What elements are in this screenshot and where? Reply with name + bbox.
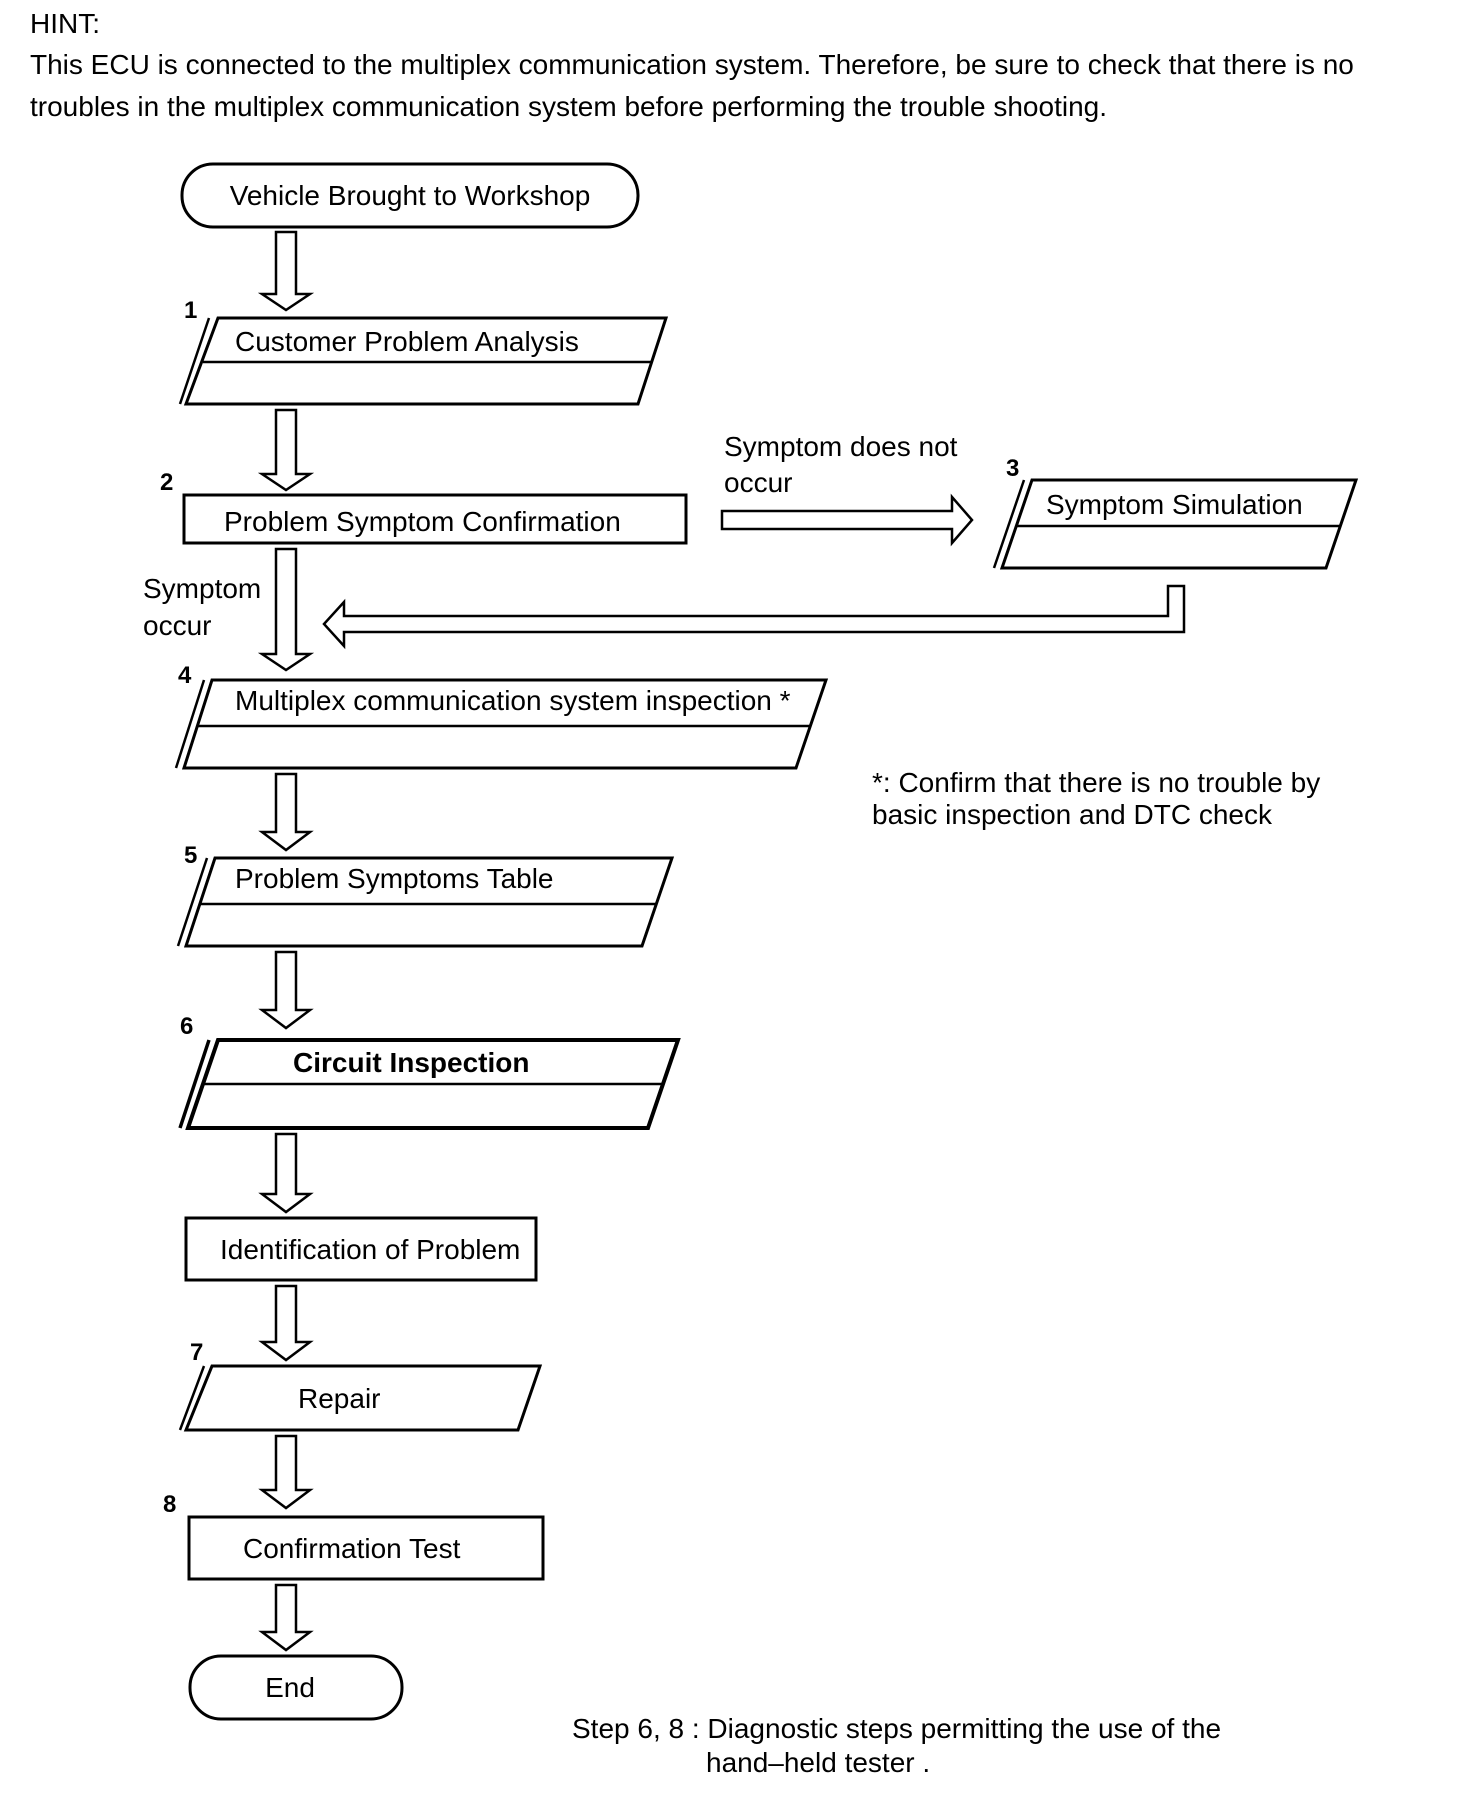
step4-label: Multiplex communication system inspectio… xyxy=(235,685,791,716)
arrow-step4-to-step5 xyxy=(258,772,314,852)
step6-number: 6 xyxy=(180,1013,193,1040)
step5-number: 5 xyxy=(184,842,197,869)
step5-problem-symptoms-table: 5 Problem Symptoms Table xyxy=(176,842,675,948)
start-label: Vehicle Brought to Workshop xyxy=(230,180,591,211)
step8-confirmation-test: 8 Confirmation Test xyxy=(163,1491,545,1581)
step6-label: Circuit Inspection xyxy=(293,1047,529,1078)
arrow-step8-to-end xyxy=(258,1583,314,1652)
arrow-step1-to-step2 xyxy=(257,408,315,492)
step8-number: 8 xyxy=(163,1491,176,1518)
step4-number: 4 xyxy=(178,662,192,689)
step7-label: Repair xyxy=(298,1383,380,1414)
arrow-step2-to-step3 xyxy=(720,493,974,547)
step5-label: Problem Symptoms Table xyxy=(235,863,554,894)
start-terminal: Vehicle Brought to Workshop xyxy=(180,162,640,229)
step8-label: Confirmation Test xyxy=(243,1533,461,1564)
asterisk-note-line2: basic inspection and DTC check xyxy=(872,799,1273,830)
step6-circuit-inspection: 6 Circuit Inspection xyxy=(178,1013,681,1130)
step7-repair: 7 Repair xyxy=(178,1339,543,1432)
identification-label: Identification of Problem xyxy=(220,1234,520,1265)
asterisk-note-line1: *: Confirm that there is no trouble by xyxy=(872,767,1320,798)
step7-number: 7 xyxy=(190,1339,203,1366)
steps-note-line2: hand–held tester . xyxy=(706,1747,930,1778)
hint-text: This ECU is connected to the multiplex c… xyxy=(30,49,1354,122)
step1-label: Customer Problem Analysis xyxy=(235,326,579,357)
identification-of-problem: Identification of Problem xyxy=(184,1216,538,1282)
arrow-step5-to-step6 xyxy=(258,950,314,1030)
step4-multiplex-inspection: 4 Multiplex communication system inspect… xyxy=(174,662,829,770)
arrow-step6-to-identification xyxy=(258,1132,314,1214)
step2-number: 2 xyxy=(160,469,173,496)
branch-yes-label-line2: occur xyxy=(143,610,211,641)
arrow-start-to-step1 xyxy=(257,230,315,312)
step3-label: Symptom Simulation xyxy=(1046,489,1303,520)
step1-number: 1 xyxy=(184,297,197,324)
step2-label: Problem Symptom Confirmation xyxy=(224,506,621,537)
arrow-step3-return xyxy=(322,584,1186,650)
step1-customer-problem-analysis: 1 Customer Problem Analysis xyxy=(178,297,669,406)
hint-title: HINT: xyxy=(30,8,100,39)
arrow-step2-to-step4 xyxy=(257,547,315,672)
step3-number: 3 xyxy=(1006,455,1019,482)
arrow-identification-to-step7 xyxy=(258,1284,314,1362)
step2-problem-symptom-confirmation: 2 Problem Symptom Confirmation xyxy=(160,469,688,545)
end-label: End xyxy=(265,1672,315,1703)
step3-symptom-simulation: 3 Symptom Simulation xyxy=(992,455,1359,570)
branch-yes-label-line1: Symptom xyxy=(143,573,261,604)
branch-no-label-line2: occur xyxy=(724,467,792,498)
steps-note-line1: Step 6, 8 : Diagnostic steps permitting … xyxy=(572,1713,1221,1744)
end-terminal: End xyxy=(188,1654,404,1721)
arrow-step7-to-step8 xyxy=(258,1434,314,1510)
branch-no-label-line1: Symptom does not xyxy=(724,431,958,462)
